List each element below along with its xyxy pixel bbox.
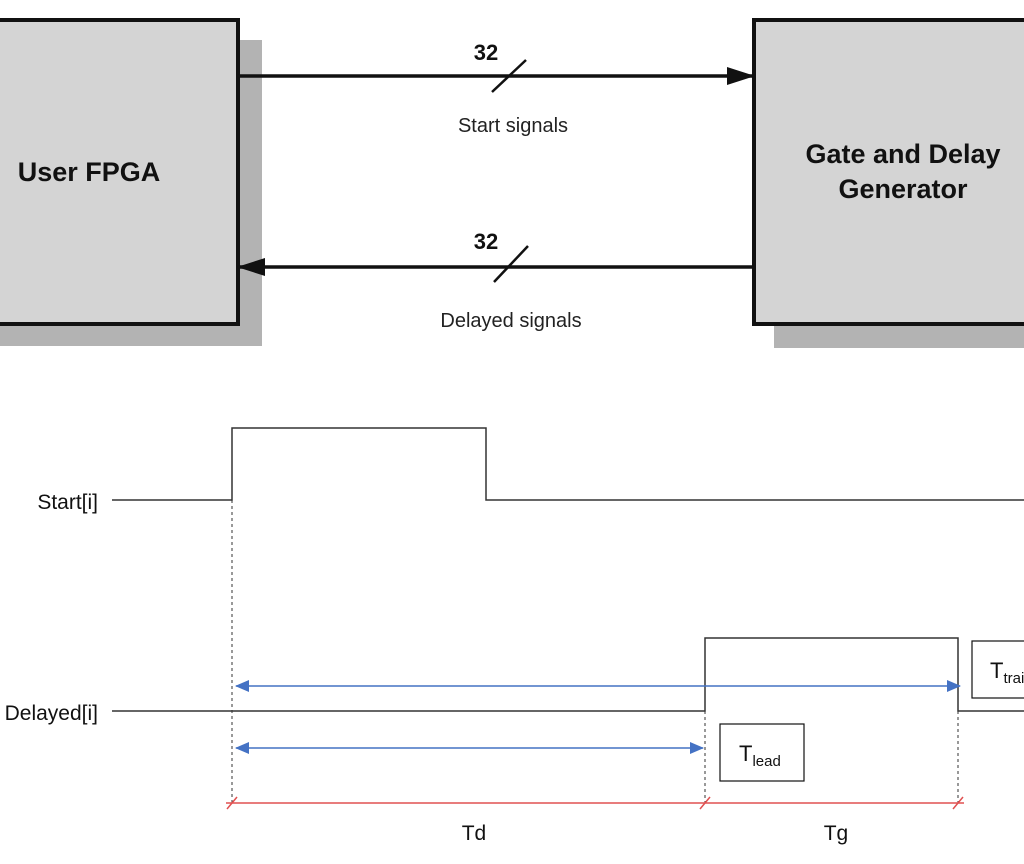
generator-box bbox=[752, 18, 1024, 326]
generator-label-line1: Gate and Delay bbox=[805, 139, 1000, 169]
interval-tick-trail bbox=[952, 796, 964, 810]
user-fpga-block: User FPGA bbox=[0, 18, 262, 346]
start-signal-label: Start[i] bbox=[37, 491, 98, 514]
start-signal-row: Start[i] bbox=[37, 427, 1024, 514]
tg-label: Tg bbox=[824, 822, 849, 845]
t-trail-text: Ttrail bbox=[990, 658, 1024, 687]
t-lead-main: T bbox=[739, 741, 752, 766]
t-trail-main: T bbox=[990, 658, 1003, 683]
delayed-signals-bus: 32 Delayed signals bbox=[237, 229, 754, 332]
t-lead-text: Tlead bbox=[739, 741, 781, 770]
start-waveform bbox=[112, 427, 1024, 501]
t-trail-box: Ttrail bbox=[971, 640, 1024, 699]
delayed-bus-width: 32 bbox=[474, 229, 498, 254]
t-trail-sub: trail bbox=[1003, 670, 1024, 687]
user-fpga-label: User FPGA bbox=[18, 157, 161, 187]
t-lead-sub: lead bbox=[752, 753, 780, 770]
t-trail-frame bbox=[971, 640, 1024, 699]
delayed-signal-row: Delayed[i] bbox=[5, 637, 1024, 725]
timing-guides bbox=[231, 500, 959, 803]
t-lead-frame bbox=[719, 723, 805, 782]
start-signals-bus: 32 Start signals bbox=[238, 40, 755, 137]
generator-label-line2: Generator bbox=[838, 174, 968, 204]
td-label: Td bbox=[462, 822, 487, 845]
interval-tick-lead bbox=[699, 796, 711, 810]
gate-delay-generator-block: Gate and Delay Generator bbox=[752, 18, 1024, 348]
start-bus-label: Start signals bbox=[458, 115, 568, 137]
interval-bar: Td Tg bbox=[226, 796, 964, 845]
delayed-signal-label: Delayed[i] bbox=[5, 702, 98, 725]
user-fpga-box bbox=[0, 18, 240, 326]
delayed-waveform bbox=[112, 637, 1024, 712]
t-lead-box: Tlead bbox=[719, 723, 805, 782]
start-bus-width: 32 bbox=[474, 40, 498, 65]
delayed-bus-slash bbox=[493, 245, 529, 283]
start-bus-slash bbox=[491, 59, 527, 93]
delayed-bus-label: Delayed signals bbox=[440, 310, 581, 332]
interval-tick-start bbox=[226, 796, 238, 810]
